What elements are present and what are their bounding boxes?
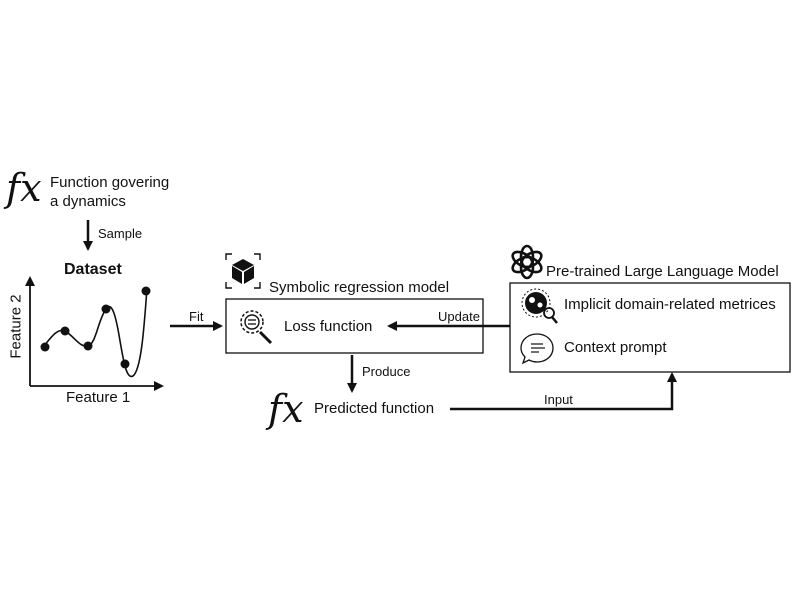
- llm-title: Pre-trained Large Language Model: [546, 263, 779, 280]
- sample-label: Sample: [98, 226, 143, 241]
- llm-box: [509, 282, 791, 373]
- update-label: Update: [438, 309, 480, 324]
- input-label: Input: [544, 392, 573, 407]
- llm-item-metrics-label: Implicit domain-related metrices: [564, 296, 776, 313]
- loss-function-label: Loss function: [284, 318, 373, 335]
- fit-label: Fit: [189, 309, 204, 324]
- data-point: [120, 359, 130, 369]
- openai-logo-icon: [511, 244, 543, 280]
- dataset-x-label: Feature 1: [66, 389, 131, 406]
- dataset-plot: [25, 276, 164, 391]
- input-arrow: [450, 372, 677, 411]
- predicted-fx-symbol: fx: [268, 387, 304, 431]
- dataset-title: Dataset: [64, 261, 122, 278]
- source-fx-symbol: fx: [6, 166, 42, 210]
- cube-icon: [225, 253, 261, 289]
- dataset-y-label: Feature 2: [7, 294, 25, 359]
- data-point: [101, 304, 111, 314]
- source-label-line1: Function govering: [50, 174, 170, 191]
- data-point: [40, 342, 50, 352]
- predicted-function-label: Predicted function: [314, 400, 435, 417]
- data-point: [141, 286, 151, 296]
- sr-model-title: Symbolic regression model: [269, 279, 450, 296]
- speech-bubble-icon: [520, 333, 554, 365]
- produce-label: Produce: [362, 364, 411, 379]
- data-point: [60, 326, 70, 336]
- llm-item-context-label: Context prompt: [564, 339, 667, 356]
- brain-search-icon: [521, 288, 558, 324]
- source-label-line2: a dynamics: [50, 193, 126, 210]
- data-point: [83, 341, 93, 351]
- fitted-curve: [43, 287, 148, 378]
- gear-search-icon: [240, 310, 273, 345]
